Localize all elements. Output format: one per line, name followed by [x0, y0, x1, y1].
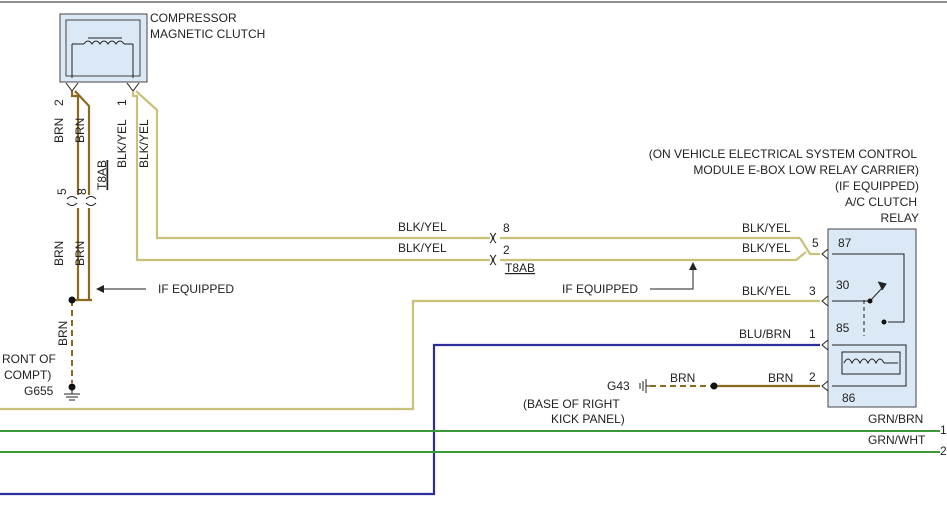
ac-clutch-relay: 87 30 85 86 — [821, 228, 917, 408]
if-equipped-mid: IF EQUIPPED — [562, 282, 638, 296]
brn-label-1: BRN — [52, 118, 66, 143]
relay-ext-pin3: 3 — [809, 284, 816, 298]
blkyel-vert-label-2: BLK/YEL — [137, 119, 151, 168]
g43-line2: KICK PANEL) — [551, 412, 625, 426]
blkyel-vert-label-1: BLK/YEL — [115, 119, 129, 168]
relay-ext-pin1: 1 — [809, 327, 816, 341]
blkyel-label-mid-1: BLK/YEL — [398, 220, 447, 234]
splice-dot-ground — [68, 383, 76, 391]
clutch-pin-1: 1 — [115, 99, 129, 106]
connector-left-pin5: 5 — [55, 188, 69, 195]
relay-box — [827, 228, 917, 408]
connector-left-pin8: 8 — [75, 188, 89, 195]
connector-mid-pin8: 8 — [503, 221, 510, 235]
relay-pin-86: 86 — [842, 391, 856, 405]
right-edge-pin1: 1 — [940, 423, 947, 437]
blkyel-label-relay-5: BLK/YEL — [742, 241, 791, 255]
splice-dot-left — [68, 296, 76, 304]
blu-brn-wire — [0, 343, 820, 496]
if-equipped-left: IF EQUIPPED — [158, 282, 234, 296]
connector-left-name: T8AB — [95, 160, 109, 190]
component-title-line2: MAGNETIC CLUTCH — [150, 27, 265, 41]
relay-name-line2: RELAY — [881, 211, 919, 225]
brn-wire-left — [70, 90, 92, 383]
grnbrn-label: GRN/BRN — [868, 412, 923, 426]
blk-yel-wire — [0, 90, 820, 411]
blkyel-label-mid-2: BLK/YEL — [398, 241, 447, 255]
relay-pin-85: 85 — [836, 321, 850, 335]
connector-t8ab-mid — [489, 232, 497, 266]
ground-left-line2: COMPT) — [4, 368, 51, 382]
connector-mid-name: T8AB — [505, 261, 535, 275]
relay-location-line2: MODULE E-BOX LOW RELAY CARRIER) — [693, 163, 919, 177]
right-edge-pin2: 2 — [940, 444, 947, 458]
ground-g43-icon — [639, 379, 650, 393]
brn-label-g43-2: BRN — [768, 371, 793, 385]
ground-g655-icon — [64, 390, 80, 401]
splice-dot-g43 — [710, 382, 718, 390]
g43-name: G43 — [607, 379, 630, 393]
relay-coil-icon — [832, 344, 907, 387]
grnwht-label: GRN/WHT — [868, 433, 926, 447]
brn-label-5: BRN — [56, 321, 70, 346]
relay-pin-87: 87 — [838, 236, 852, 250]
blubrn-label: BLU/BRN — [739, 327, 791, 341]
blkyel-label-relay-87: BLK/YEL — [742, 221, 791, 235]
relay-location-line3: (IF EQUIPPED) — [835, 179, 919, 193]
if-equipped-left-arrow — [96, 285, 146, 293]
clutch-coil-icon — [71, 37, 134, 78]
blkyel-label-relay-3: BLK/YEL — [742, 284, 791, 298]
relay-ext-pin5: 5 — [812, 236, 819, 250]
connector-mid-pin2: 2 — [503, 243, 510, 257]
brn-label-3: BRN — [52, 241, 66, 266]
relay-pin-30: 30 — [836, 278, 850, 292]
brn-label-g43-1: BRN — [670, 371, 695, 385]
compressor-clutch-box — [59, 13, 148, 83]
ground-left-line1: RONT OF — [2, 352, 56, 366]
g43-line1: (BASE OF RIGHT — [523, 397, 620, 411]
relay-name-line1: A/C CLUTCH — [845, 195, 917, 209]
clutch-pin-2: 2 — [52, 99, 66, 106]
relay-ext-pin2: 2 — [809, 370, 816, 384]
relay-location-line1: (ON VEHICLE ELECTRICAL SYSTEM CONTROL — [649, 147, 918, 161]
brn-label-2: BRN — [73, 118, 87, 143]
ground-left-name: G655 — [24, 384, 54, 398]
brn-label-4: BRN — [73, 241, 87, 266]
if-equipped-mid-arrow — [650, 262, 697, 290]
compressor-clutch-component: COMPRESSOR MAGNETIC CLUTCH — [59, 11, 265, 92]
connector-t8ab-left — [66, 196, 97, 206]
component-title-line1: COMPRESSOR — [150, 11, 237, 25]
